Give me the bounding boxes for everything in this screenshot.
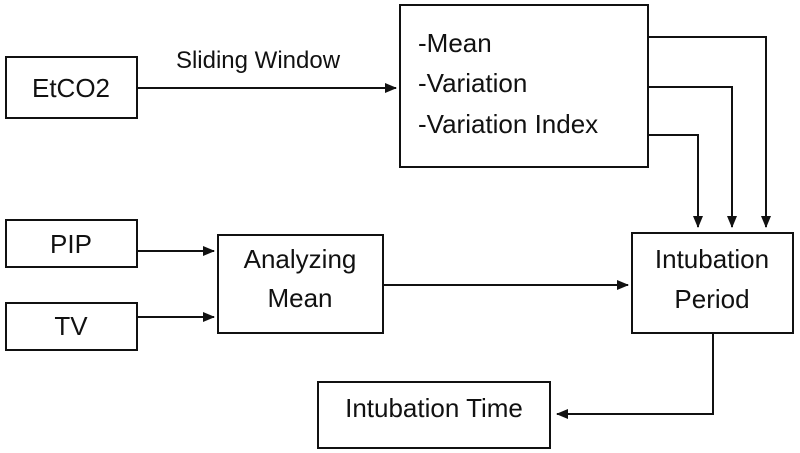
node-features-line-variation-index: -Variation Index <box>418 109 598 139</box>
edge-period-to-intubation-time <box>556 333 714 419</box>
node-tv-box <box>5 302 138 351</box>
edge-features-variation-to-period <box>648 86 737 228</box>
node-intubation-period-line-2: Period <box>674 284 749 314</box>
node-pip-box <box>5 219 138 268</box>
node-pip-label: PIP <box>50 229 92 259</box>
edges: Sliding Window <box>137 36 771 419</box>
node-intubation-period: Intubation Period <box>631 232 794 334</box>
edge-label-sliding-window: Sliding Window <box>176 47 341 74</box>
node-tv: TV <box>5 302 138 351</box>
node-intubation-time: Intubation Time <box>317 381 551 449</box>
node-etco2-box <box>5 56 138 119</box>
node-features: -Mean -Variation -Variation Index <box>399 4 649 168</box>
node-etco2: EtCO2 <box>5 56 138 119</box>
node-tv-label: TV <box>54 311 88 341</box>
node-features-box <box>399 4 649 168</box>
edge-features-mean-to-period <box>648 36 771 228</box>
node-intubation-time-label: Intubation Time <box>345 393 523 423</box>
node-intubation-period-box <box>631 232 794 334</box>
node-etco2-label: EtCO2 <box>32 73 110 103</box>
edge-features-variation-index-to-period <box>648 134 703 228</box>
node-analyzing-mean-box <box>217 234 384 334</box>
node-analyzing-mean-line-2: Mean <box>267 283 332 313</box>
node-analyzing-mean-line-1: Analyzing <box>244 244 357 274</box>
node-features-line-mean: -Mean <box>418 28 492 58</box>
node-intubation-time-box <box>317 381 551 449</box>
node-analyzing-mean: Analyzing Mean <box>217 234 384 334</box>
node-pip: PIP <box>5 219 138 268</box>
node-intubation-period-line-1: Intubation <box>655 244 769 274</box>
node-features-line-variation: -Variation <box>418 68 527 98</box>
